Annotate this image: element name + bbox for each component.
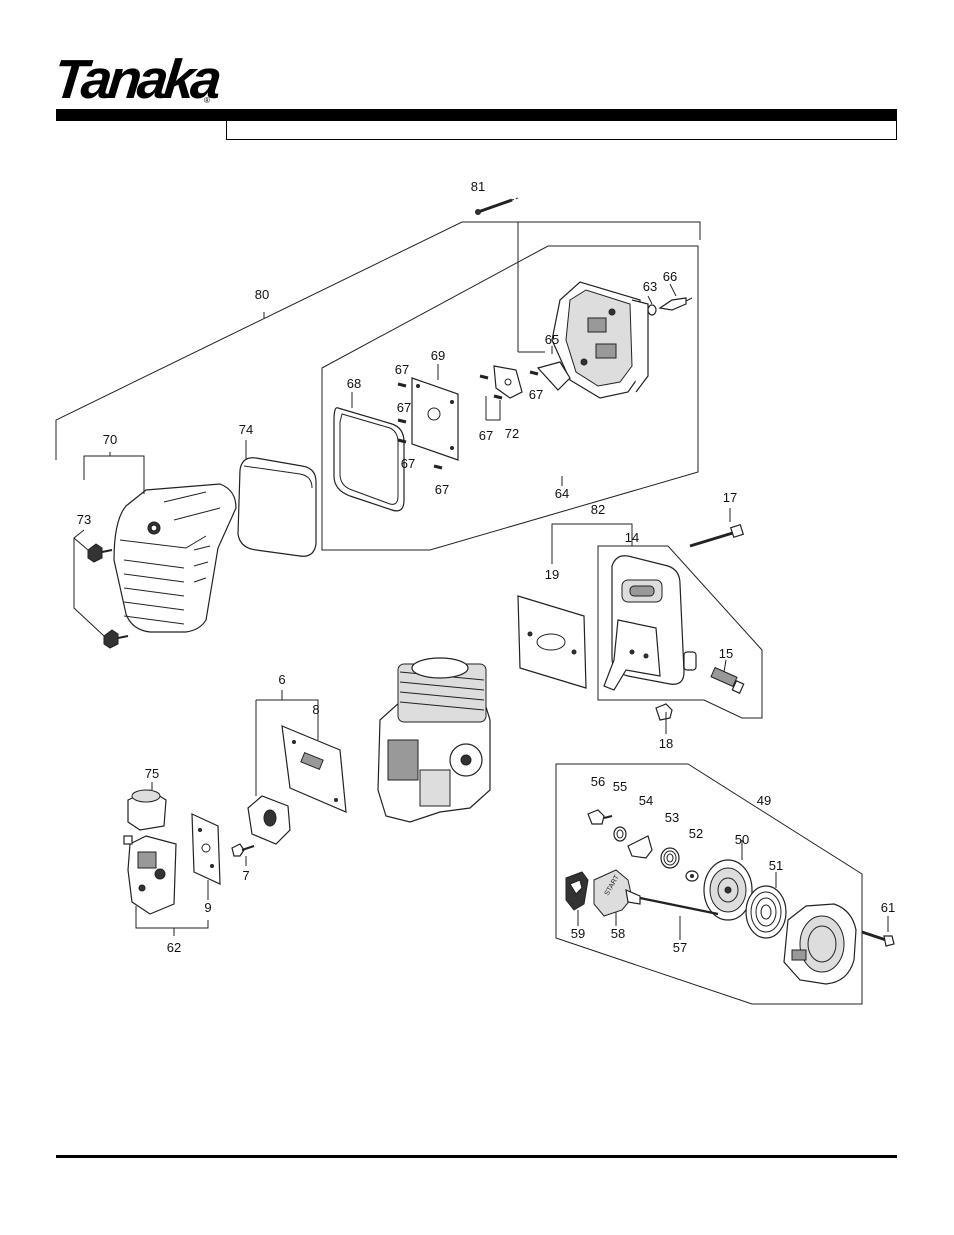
- part-70-cover: [114, 484, 236, 632]
- callout-63: 63: [643, 279, 657, 294]
- part-9-gasket: [192, 814, 220, 900]
- callout-67a: 67: [395, 362, 409, 377]
- callout-67f: 67: [435, 482, 449, 497]
- part-53-spring: [661, 848, 679, 868]
- part-68-gasket: [334, 408, 404, 511]
- callout-64: 64: [555, 486, 569, 501]
- callout-67d: 67: [529, 387, 543, 402]
- callout-9: 9: [204, 900, 211, 915]
- callout-68: 68: [347, 376, 361, 391]
- callout-82: 82: [591, 502, 605, 517]
- callout-61: 61: [881, 900, 895, 915]
- callout-17: 17: [723, 490, 737, 505]
- callout-73: 73: [77, 512, 91, 527]
- callout-56: 56: [591, 774, 605, 789]
- callout-69: 69: [431, 348, 445, 363]
- part-19-gasket: [518, 596, 586, 688]
- callout-54: 54: [639, 793, 653, 808]
- callout-58: 58: [611, 926, 625, 941]
- callout-6: 6: [278, 672, 285, 687]
- callout-67b: 67: [397, 400, 411, 415]
- callout-75: 75: [145, 766, 159, 781]
- callout-53: 53: [665, 810, 679, 825]
- callout-8: 8: [312, 702, 319, 717]
- callout-15: 15: [719, 646, 733, 661]
- part-81-bolt: [476, 198, 519, 215]
- callout-50: 50: [735, 832, 749, 847]
- part-56-screw: [588, 810, 612, 824]
- callout-67e: 67: [479, 428, 493, 443]
- part-75-cap: [128, 782, 166, 830]
- callout-74: 74: [239, 422, 253, 437]
- callout-55: 55: [613, 779, 627, 794]
- part-69-plate: [412, 378, 458, 460]
- part-14-muffler: [604, 556, 696, 690]
- callout-65: 65: [545, 332, 559, 347]
- part-51-recoil-spring: [746, 872, 786, 938]
- callout-49: 49: [757, 793, 771, 808]
- callout-7: 7: [242, 868, 249, 883]
- part-59-handle-grip: [566, 872, 588, 926]
- part-52-washer: [686, 871, 698, 881]
- part-7-screw: [232, 844, 254, 866]
- part-starter-housing: [784, 904, 856, 984]
- callout-70: 70: [103, 432, 117, 447]
- callout-59: 59: [571, 926, 585, 941]
- callout-62: 62: [167, 940, 181, 955]
- callout-72: 72: [505, 426, 519, 441]
- callout-18: 18: [659, 736, 673, 751]
- part-63-66-fittings: [648, 298, 692, 315]
- part-74-filter: [238, 458, 316, 557]
- part-50-pulley: [704, 840, 752, 920]
- callout-19: 19: [545, 567, 559, 582]
- part-61-bolt: [862, 916, 894, 946]
- footer-rule: [56, 1155, 897, 1158]
- callout-14: 14: [625, 530, 639, 545]
- callout-57: 57: [673, 940, 687, 955]
- callout-66: 66: [663, 269, 677, 284]
- engine-block: [378, 658, 490, 822]
- callout-81: 81: [471, 179, 485, 194]
- part-8-insulator-plate: [282, 726, 346, 812]
- callout-52: 52: [689, 826, 703, 841]
- callout-51: 51: [769, 858, 783, 873]
- part-54-ratchet: [628, 836, 652, 858]
- part-58-start-handle: START: [594, 870, 640, 926]
- callout-67c: 67: [401, 456, 415, 471]
- callout-80: 80: [255, 287, 269, 302]
- part-55-washer: [614, 827, 626, 841]
